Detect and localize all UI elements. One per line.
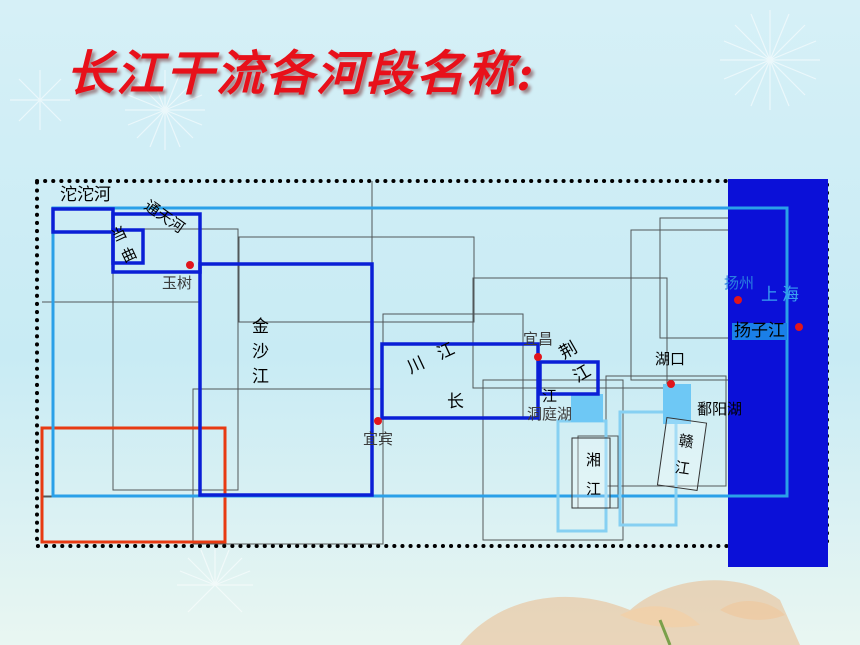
page-title: 长江干流各河段名称: [66, 46, 536, 102]
whole-river-box [51, 206, 789, 498]
tuotuo-section-box [51, 207, 115, 234]
label-yichang: 宜昌 [523, 330, 554, 348]
label-xiang: 湘江 [584, 452, 602, 510]
city-dot-icon [795, 323, 803, 331]
source-region-box [40, 426, 227, 544]
label-tuotuo: 沱沱河 [60, 185, 111, 205]
label-jinsha: 金沙江 [248, 317, 268, 392]
grid-lines [41, 181, 731, 545]
label-poyang: 鄱阳湖 [697, 400, 743, 418]
city-dot-icon [374, 417, 382, 425]
jing-section-box [538, 360, 600, 396]
label-jiang-mid: 江 [542, 387, 558, 405]
label-yibin: 宜宾 [363, 430, 394, 448]
city-dot-icon [667, 380, 675, 388]
label-yangzhou: 扬州 [724, 274, 755, 292]
jinsha-section-box [198, 262, 374, 497]
flower-decoration-icon [460, 580, 800, 645]
sea-region [728, 179, 828, 567]
dongting-lake [571, 394, 603, 422]
label-chang: 长 [447, 392, 464, 412]
chuan-section-box [380, 342, 540, 420]
label-yushu: 玉树 [162, 274, 193, 292]
city-dot-icon [186, 261, 194, 269]
label-shanghai: 上海 [761, 285, 803, 305]
dangqu-section-box [111, 228, 145, 265]
city-dot-icon [734, 296, 742, 304]
label-yangzi: 扬子江 [732, 321, 787, 341]
label-hukou: 湖口 [655, 350, 686, 368]
gan-river-box [618, 410, 678, 527]
city-dot-icon [534, 353, 542, 361]
label-dongting: 洞庭湖 [527, 405, 573, 423]
